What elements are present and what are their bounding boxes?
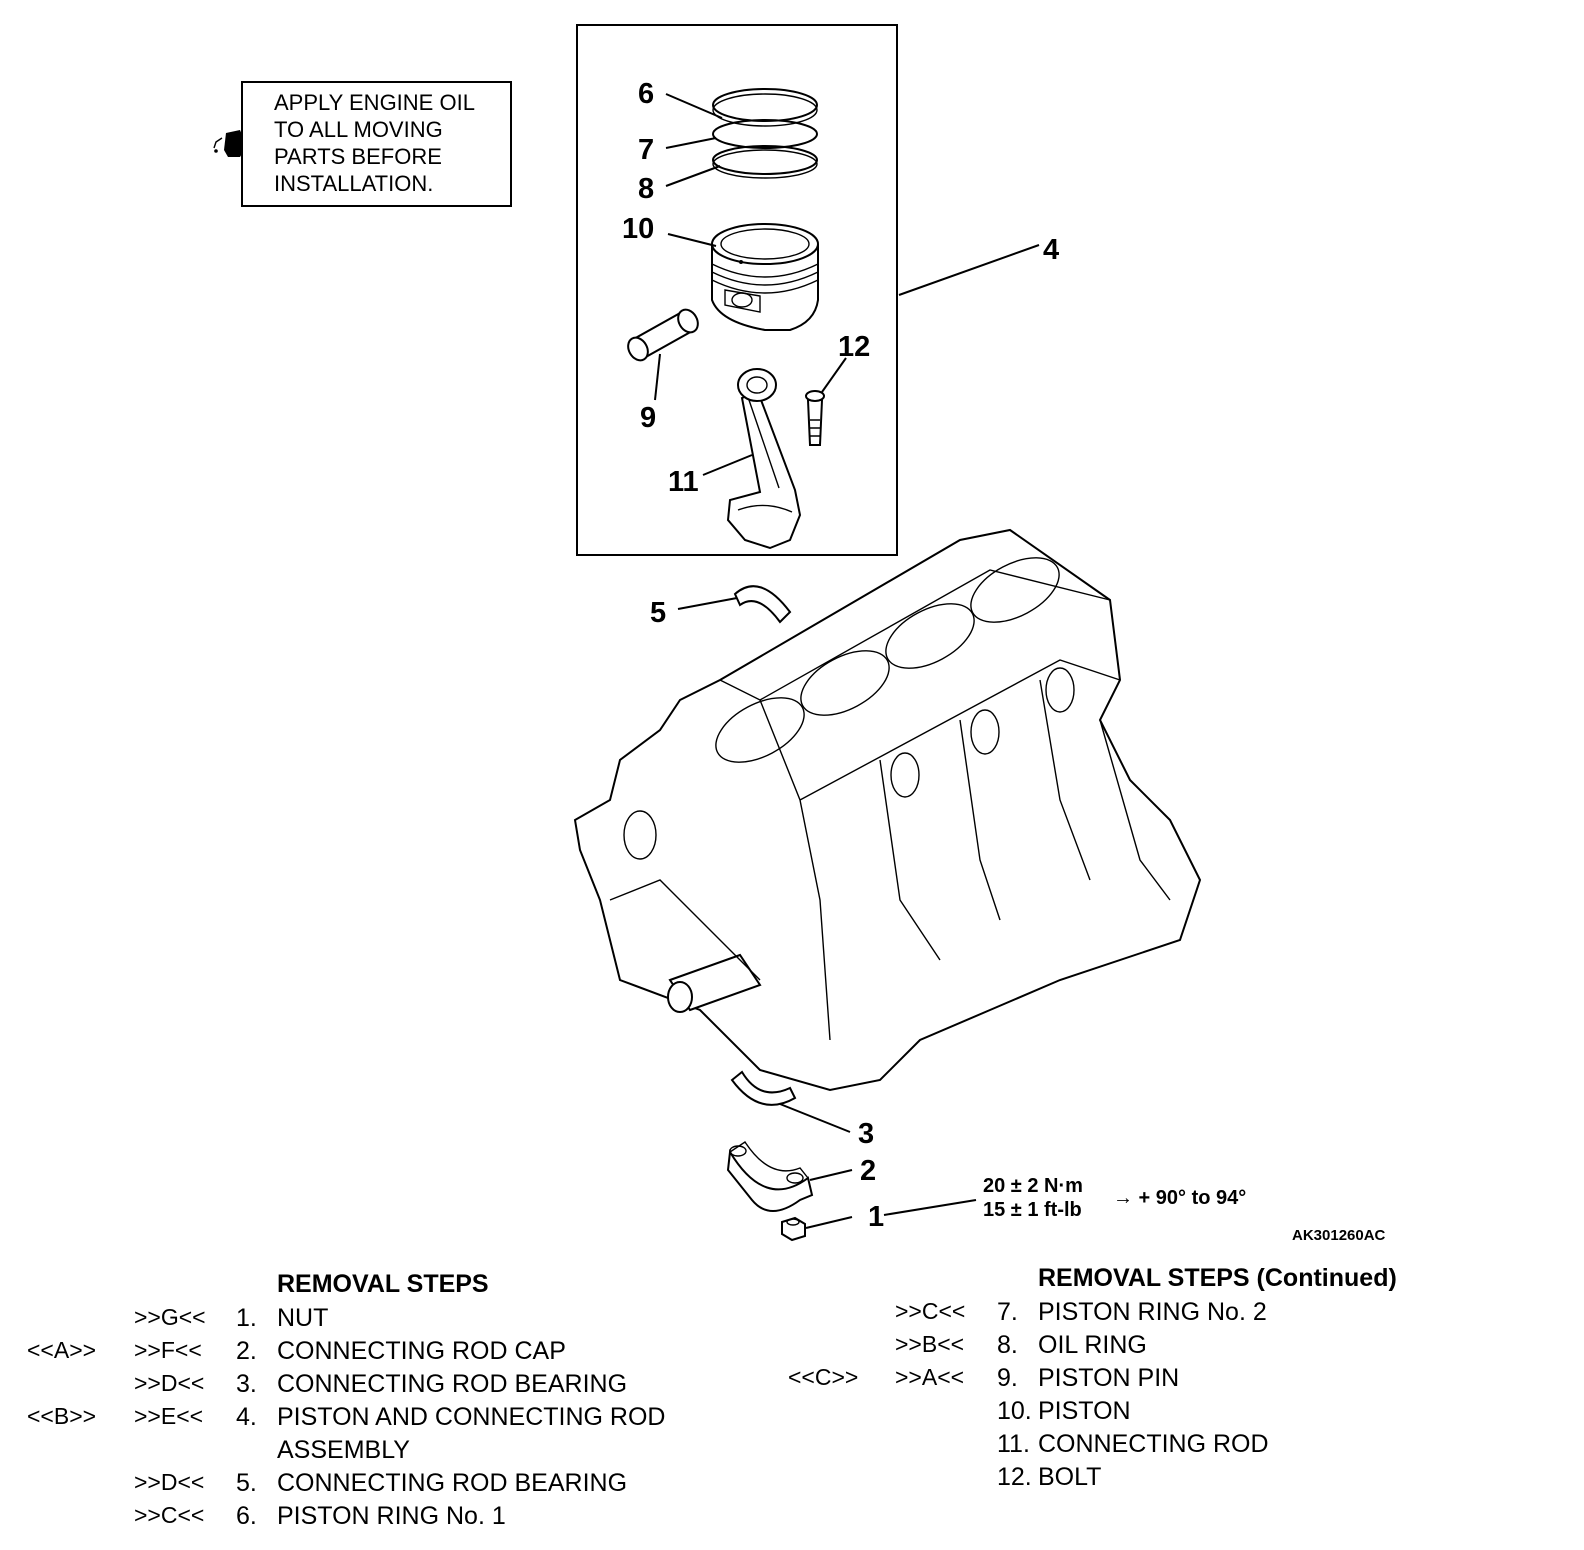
removal-steps-left: REMOVAL STEPS >>G<< 1. NUT <<A>> >>F<< 2… xyxy=(0,1264,760,1550)
step-number: 7. xyxy=(997,1298,1018,1326)
piston-assembly-box xyxy=(576,24,898,556)
torque-ftlb: 15 ± 1 ft-lb xyxy=(983,1199,1082,1221)
removal-step: >>C<< 6. PISTON RING No. 1 xyxy=(0,1502,760,1535)
step-text: CONNECTING ROD BEARING xyxy=(277,1370,628,1398)
removal-step: >>B<< 8. OIL RING xyxy=(770,1331,1570,1364)
install-tag: <<C>> xyxy=(788,1364,859,1390)
piston-pin xyxy=(627,308,699,362)
step-text: PISTON PIN xyxy=(1038,1364,1180,1392)
install-tag: <<A>> xyxy=(27,1337,97,1363)
callout-12: 12 xyxy=(838,331,870,363)
engine-oil-note: APPLY ENGINE OIL TO ALL MOVING PARTS BEF… xyxy=(213,81,512,207)
removal-step: >>D<< 3. CONNECTING ROD BEARING xyxy=(0,1370,760,1403)
step-text: OIL RING xyxy=(1038,1331,1147,1359)
step-number: 10. xyxy=(997,1397,1032,1425)
callout-4: 4 xyxy=(1043,234,1059,266)
step-text: PISTON RING No. 1 xyxy=(277,1502,506,1530)
callout-7: 7 xyxy=(638,134,654,166)
removal-steps-continued-heading: REMOVAL STEPS (Continued) xyxy=(1038,1264,1397,1292)
rod-bolt xyxy=(805,390,825,446)
removal-tag: >>B<< xyxy=(895,1331,965,1357)
oil-ring xyxy=(712,145,818,179)
step-text: CONNECTING ROD BEARING xyxy=(277,1469,628,1497)
removal-tag: >>G<< xyxy=(134,1304,206,1330)
step-number: 6. xyxy=(236,1502,257,1530)
step-number: 4. xyxy=(236,1403,257,1431)
removal-step: <<C>> >>A<< 9. PISTON PIN xyxy=(770,1364,1570,1397)
removal-step: 12. BOLT xyxy=(770,1463,1570,1496)
callout-2: 2 xyxy=(860,1155,876,1187)
bearing-lower xyxy=(730,1070,797,1106)
callout-5: 5 xyxy=(650,597,666,629)
callout-6: 6 xyxy=(638,78,654,110)
removal-steps-heading: REMOVAL STEPS xyxy=(277,1270,489,1298)
removal-step: 10. PISTON xyxy=(770,1397,1570,1430)
note-line-1: APPLY ENGINE OIL xyxy=(274,90,475,115)
removal-step: >>D<< 5. CONNECTING ROD BEARING xyxy=(0,1469,760,1502)
callout-1: 1 xyxy=(868,1201,884,1233)
callout-9: 9 xyxy=(640,402,656,434)
step-number: 12. xyxy=(997,1463,1032,1491)
note-line-3: PARTS BEFORE xyxy=(274,144,442,169)
torque-nm: 20 ± 2 N·m xyxy=(983,1175,1083,1197)
removal-step: >>C<< 7. PISTON RING No. 2 xyxy=(770,1298,1570,1331)
step-number: 2. xyxy=(236,1337,257,1365)
step-number: 11. xyxy=(997,1430,1030,1458)
callout-8: 8 xyxy=(638,173,654,205)
step-text: BOLT xyxy=(1038,1463,1102,1491)
callout-10: 10 xyxy=(622,213,654,245)
step-number: 5. xyxy=(236,1469,257,1497)
note-line-4: INSTALLATION. xyxy=(274,171,433,196)
removal-step: >>G<< 1. NUT xyxy=(0,1304,760,1337)
cylinder-block xyxy=(573,528,1202,1092)
removal-tag: >>C<< xyxy=(134,1502,205,1528)
removal-tag: >>E<< xyxy=(134,1403,204,1429)
step-number: 8. xyxy=(997,1331,1018,1359)
torque-angle: → + 90° to 94° xyxy=(1113,1187,1246,1209)
step-number: 1. xyxy=(236,1304,257,1332)
note-line-2: TO ALL MOVING xyxy=(274,117,443,142)
leader-lines xyxy=(654,93,1040,1229)
step-text: CONNECTING ROD CAP xyxy=(277,1337,566,1365)
removal-step: ASSEMBLY xyxy=(0,1436,760,1469)
step-number: 3. xyxy=(236,1370,257,1398)
step-number: 9. xyxy=(997,1364,1018,1392)
callout-11: 11 xyxy=(668,466,699,498)
bearing-upper xyxy=(733,585,792,624)
removal-tag: >>D<< xyxy=(134,1469,205,1495)
removal-steps-right: REMOVAL STEPS (Continued) >>C<< 7. PISTO… xyxy=(770,1258,1570,1491)
nut xyxy=(781,1216,806,1242)
torque-spec: 20 ± 2 N·m 15 ± 1 ft-lb → + 90° to 94° xyxy=(983,1175,1246,1221)
removal-tag: >>D<< xyxy=(134,1370,205,1396)
step-text: PISTON AND CONNECTING ROD xyxy=(277,1403,666,1431)
figure-id: AK301260AC xyxy=(1292,1227,1386,1244)
step-text: CONNECTING ROD xyxy=(1038,1430,1269,1458)
step-text: ASSEMBLY xyxy=(277,1436,410,1464)
connecting-rod xyxy=(726,368,802,550)
removal-step: <<A>> >>F<< 2. CONNECTING ROD CAP xyxy=(0,1337,760,1370)
connecting-rod-cap xyxy=(726,1141,814,1212)
removal-tag: >>F<< xyxy=(134,1337,202,1363)
step-text: PISTON xyxy=(1038,1397,1131,1425)
step-text: NUT xyxy=(277,1304,329,1332)
oil-can-icon xyxy=(213,130,243,157)
piston xyxy=(711,223,819,331)
piston-ring-2 xyxy=(712,119,818,149)
removal-tag: >>C<< xyxy=(895,1298,966,1324)
removal-step: <<B>> >>E<< 4. PISTON AND CONNECTING ROD xyxy=(0,1403,760,1436)
removal-step: 11. CONNECTING ROD xyxy=(770,1430,1570,1463)
removal-tag: >>A<< xyxy=(895,1364,965,1390)
callout-3: 3 xyxy=(858,1118,874,1150)
install-tag: <<B>> xyxy=(27,1403,97,1429)
step-text: PISTON RING No. 2 xyxy=(1038,1298,1267,1326)
